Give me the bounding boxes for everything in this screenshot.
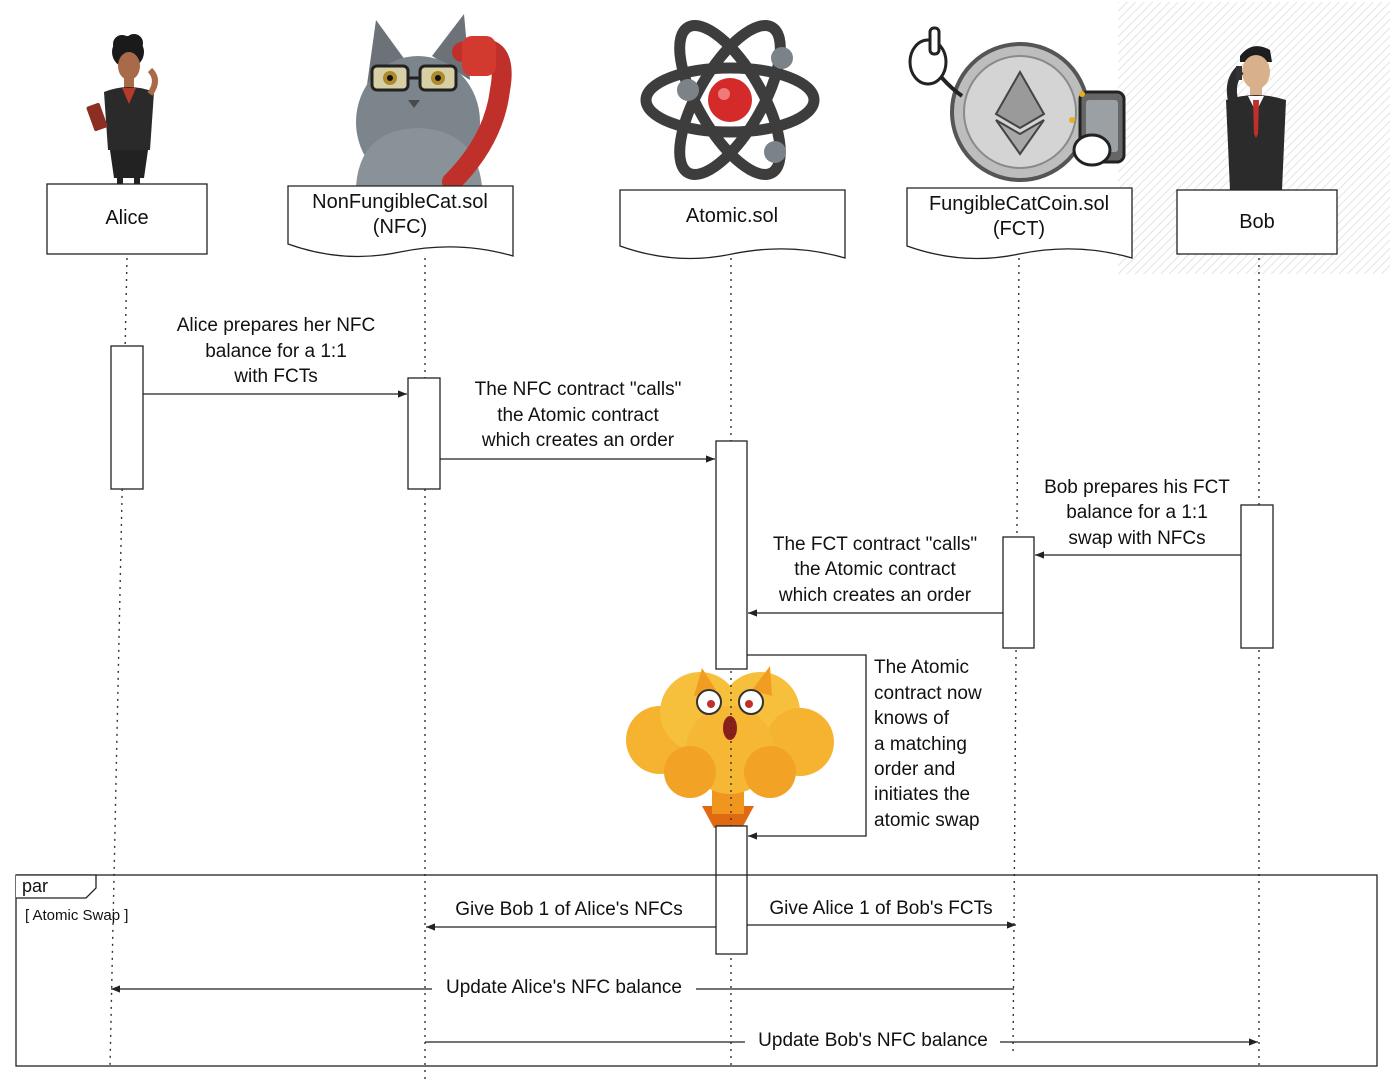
participant-nfc-label: NonFungibleCat.sol <box>312 191 488 213</box>
message-label-5-line2: contract now <box>874 683 982 704</box>
message-label-6: Give Bob 1 of Alice's NFCs <box>455 899 683 920</box>
participant-atomic: Atomic.sol <box>619 189 846 260</box>
message-label-5-line7: atomic swap <box>874 810 980 831</box>
fragment-guard: [ Atomic Swap ] <box>25 907 128 924</box>
businessman-icon <box>1226 46 1286 190</box>
businesswoman-icon <box>86 34 158 184</box>
message-label-3-line2: balance for a 1:1 <box>1066 502 1208 523</box>
message-label-5-line5: order and <box>874 759 955 780</box>
lifeline-fct <box>1012 257 1020 1053</box>
message-label-3-line3: swap with NFCs <box>1068 528 1205 549</box>
participant-fct-sublabel: (FCT) <box>993 218 1045 240</box>
message-label-1-line1: Alice prepares her NFC <box>177 315 376 336</box>
coin-mascot-icon <box>908 26 1126 182</box>
exploding-cat-icon <box>626 666 834 828</box>
message-label-7: Give Alice 1 of Bob's FCTs <box>769 898 992 919</box>
message-label-5-line6: initiates the <box>874 784 970 805</box>
activation-fct <box>1002 536 1035 649</box>
message-label-2-line3: which creates an order <box>481 430 675 451</box>
activation-nfc <box>407 377 441 490</box>
participant-atomic-label: Atomic.sol <box>686 205 778 227</box>
message-label-5-line4: a matching <box>874 734 967 755</box>
message-label-4-line1: The FCT contract "calls" <box>773 534 977 555</box>
participant-alice-label: Alice <box>105 207 148 229</box>
cat-on-phone-icon <box>356 14 512 192</box>
message-label-4-line2: the Atomic contract <box>794 559 956 580</box>
atom-icon <box>640 20 820 180</box>
message-label-8: Update Alice's NFC balance <box>446 977 682 998</box>
message-label-5-line1: The Atomic <box>874 657 969 678</box>
message-label-1-line2: balance for a 1:1 <box>205 341 347 362</box>
message-label-2-line2: the Atomic contract <box>497 405 659 426</box>
message-label-3-line1: Bob prepares his FCT <box>1044 477 1230 498</box>
participant-nfc: NonFungibleCat.sol (NFC) <box>287 185 514 258</box>
activation-bob <box>1240 504 1274 649</box>
activation-atomic-bottom <box>715 825 748 955</box>
par-fragment: par [ Atomic Swap ] <box>15 874 1378 1067</box>
participant-bob-label: Bob <box>1239 211 1275 233</box>
message-label-9: Update Bob's NFC balance <box>758 1030 988 1051</box>
message-label-2-line1: The NFC contract "calls" <box>475 379 682 400</box>
fragment-operator: par <box>22 876 48 896</box>
participant-fct: FungibleCatCoin.sol (FCT) <box>906 187 1133 260</box>
message-label-8-mask <box>432 975 696 999</box>
participant-nfc-sublabel: (NFC) <box>373 216 427 238</box>
message-label-1-line3: with FCTs <box>233 366 317 387</box>
message-label-4-line3: which creates an order <box>778 585 972 606</box>
message-label-5-line3: knows of <box>874 708 950 729</box>
message-label-9-mask <box>745 1028 1000 1052</box>
message-arrow-5 <box>747 654 867 840</box>
participant-alice: Alice <box>46 183 208 255</box>
participant-fct-label: FungibleCatCoin.sol <box>929 193 1109 215</box>
activation-atomic-top <box>715 440 748 670</box>
activation-alice <box>110 345 144 490</box>
participant-bob: Bob <box>1176 189 1338 255</box>
